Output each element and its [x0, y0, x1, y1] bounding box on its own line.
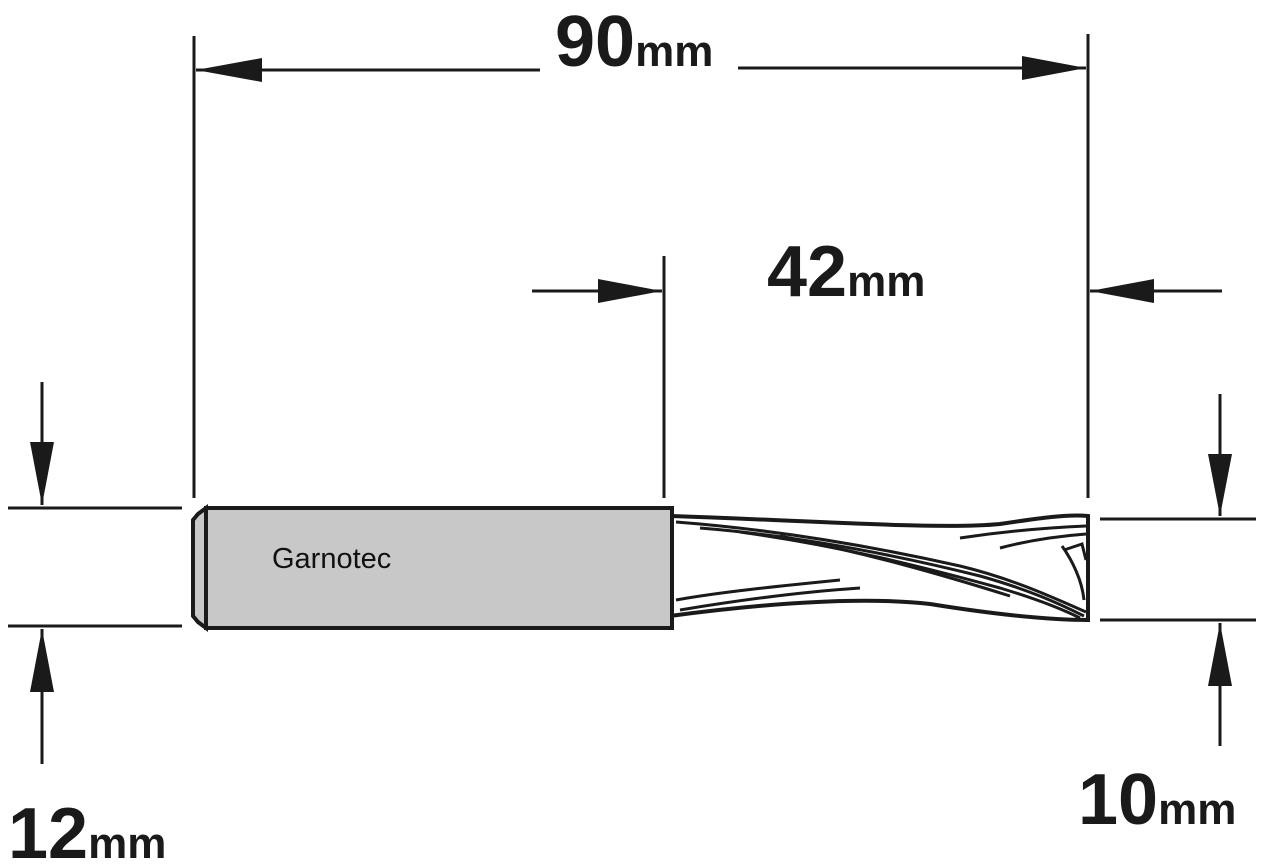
cutting-diameter-bottom-arrow — [1208, 623, 1232, 686]
cutting-length-left-arrow — [598, 279, 662, 303]
router-bit: Garnotec — [191, 504, 1090, 632]
flute-body — [668, 513, 1090, 623]
shank-diameter-bottom-arrow — [30, 629, 54, 692]
total-length-right-arrow — [1022, 56, 1086, 80]
flute-helix-lines — [675, 520, 1088, 620]
shank-diameter-top-arrow — [30, 442, 54, 505]
cutting-length-label: 42mm — [767, 232, 925, 312]
shank-diameter-dimension: 12mm — [8, 382, 182, 866]
shank-diameter-label: 12mm — [8, 794, 166, 866]
cutting-length-right-arrow — [1090, 279, 1154, 303]
cutting-diameter-top-arrow — [1208, 454, 1232, 516]
cutting-diameter-label: 10mm — [1078, 760, 1236, 840]
shank — [204, 506, 674, 630]
cutting-diameter-dimension: 10mm — [1078, 394, 1256, 840]
total-length-dimension: 90mm — [192, 2, 1090, 498]
total-length-left-arrow — [196, 58, 262, 82]
total-length-label: 90mm — [555, 2, 713, 82]
shank-chamfer — [191, 504, 208, 632]
brand-label: Garnotec — [272, 543, 391, 575]
cutting-length-dimension: 42mm — [532, 232, 1222, 498]
